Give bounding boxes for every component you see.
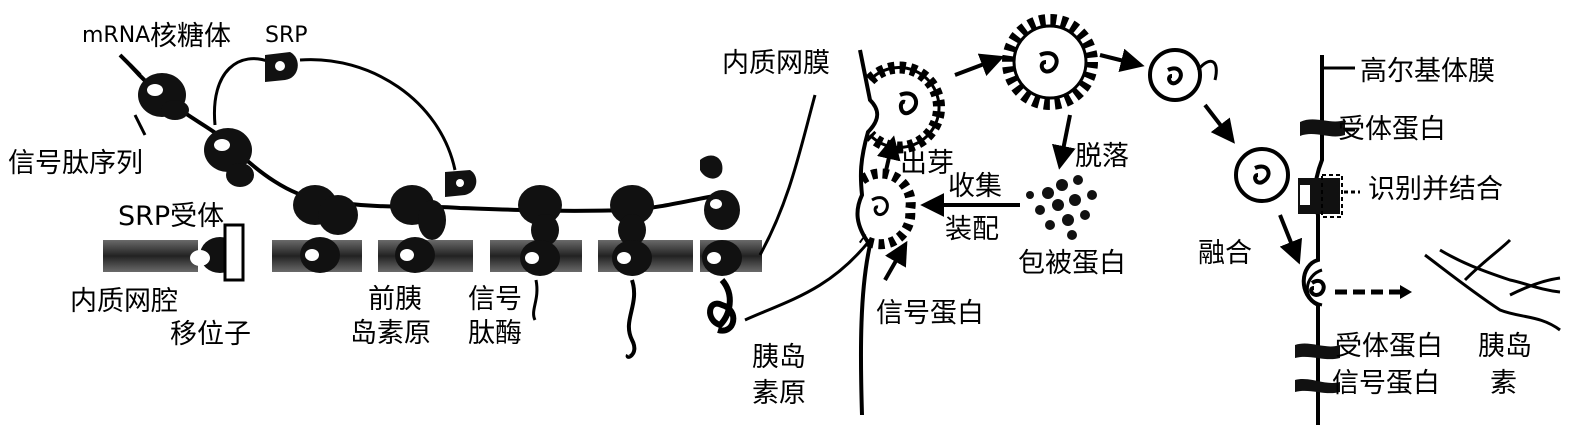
label-assemble: 装配 bbox=[945, 214, 999, 245]
assembling-vesicle bbox=[858, 168, 916, 250]
label-signal-protein-2: 信号蛋白 bbox=[1332, 368, 1440, 399]
label-shedding: 脱落 bbox=[1075, 141, 1129, 172]
label-fusion: 融合 bbox=[1198, 238, 1252, 269]
label-preproinsulin-2: 岛素原 bbox=[350, 318, 431, 349]
srp-path bbox=[212, 57, 457, 171]
label-preproinsulin-1: 前胰 bbox=[368, 284, 422, 315]
label-er-lumen: 内质网腔 bbox=[70, 286, 178, 317]
label-coat-protein: 包被蛋白 bbox=[1018, 248, 1126, 279]
docking-vesicle bbox=[1234, 147, 1290, 203]
ribosome-membrane-1 bbox=[190, 223, 245, 282]
label-translocon: 移位子 bbox=[170, 319, 251, 350]
receptor-protein-icon bbox=[1300, 119, 1355, 137]
coated-vesicle bbox=[1002, 14, 1098, 110]
srp-particle-2 bbox=[445, 170, 477, 197]
label-signal-protein: 信号蛋白 bbox=[876, 298, 984, 329]
label-recognize-and-bind: 识别并结合 bbox=[1368, 174, 1503, 205]
ribosome-1 bbox=[138, 73, 189, 120]
target-cell-outline bbox=[1424, 238, 1561, 332]
label-proinsulin-2: 素原 bbox=[752, 378, 806, 409]
srp-particle-1 bbox=[265, 52, 298, 82]
label-er-membrane: 内质网膜 bbox=[722, 48, 830, 79]
proinsulin-pointer bbox=[744, 239, 872, 322]
receptor-protein-2-icon bbox=[1295, 343, 1340, 360]
label-ribosome: 核糖体 bbox=[150, 21, 231, 52]
label-signal-peptidase-1: 信号 bbox=[468, 284, 522, 315]
ribosome-membrane-5 bbox=[610, 185, 654, 359]
ribosome-2 bbox=[204, 128, 254, 187]
signal-protein-2-icon bbox=[1295, 379, 1340, 394]
label-collect: 收集 bbox=[948, 171, 1002, 202]
label-golgi-membrane: 高尔基体膜 bbox=[1360, 56, 1495, 87]
er-membrane-pointer bbox=[758, 94, 817, 256]
flow-arrows bbox=[877, 48, 1303, 281]
label-insulin-1: 胰岛 bbox=[1478, 331, 1532, 362]
label-receptor-protein-2: 受体蛋白 bbox=[1335, 331, 1443, 362]
label-srp: SRP bbox=[265, 23, 308, 48]
label-signal-peptidase-2: 肽酶 bbox=[468, 318, 522, 349]
golgi-membrane bbox=[1301, 55, 1324, 425]
signal-sequence-line bbox=[133, 114, 147, 136]
label-srp-receptor: SRP受体 bbox=[118, 201, 224, 232]
mrna-tick-icon bbox=[118, 53, 142, 77]
label-receptor-protein: 受体蛋白 bbox=[1338, 114, 1446, 145]
coat-protein-dots bbox=[1026, 175, 1097, 240]
ribosome-membrane-6 bbox=[700, 155, 742, 334]
budding-vesicle bbox=[865, 61, 945, 154]
ribosome-membrane-4 bbox=[518, 185, 562, 321]
ribosome-membrane-2 bbox=[293, 185, 358, 273]
label-budding: 出芽 bbox=[900, 148, 954, 179]
uncoated-vesicle bbox=[1148, 48, 1218, 102]
receptor-signal-complex-icon bbox=[1298, 174, 1360, 218]
label-proinsulin-1: 胰岛 bbox=[752, 342, 806, 373]
label-mrna: mRNA bbox=[82, 23, 150, 48]
label-insulin-2: 素 bbox=[1490, 368, 1517, 399]
label-signal-peptide-sequence: 信号肽序列 bbox=[8, 148, 143, 179]
fusion-vesicle bbox=[1305, 268, 1412, 307]
ribosome-membrane-3 bbox=[390, 185, 446, 273]
er-membrane-vertical bbox=[855, 49, 880, 416]
